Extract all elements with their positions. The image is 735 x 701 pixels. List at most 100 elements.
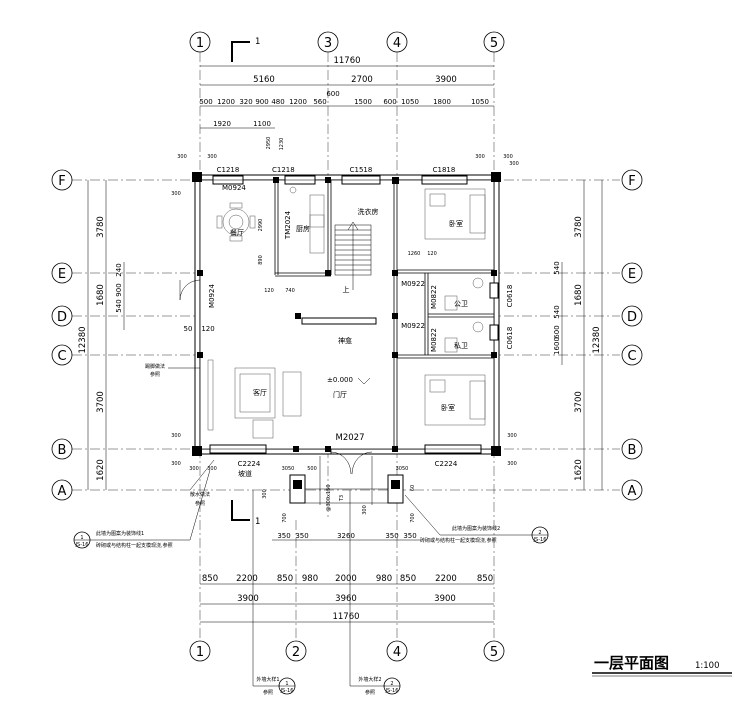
dim-text: 350 — [385, 532, 398, 540]
dim-text: 50 — [184, 325, 193, 333]
dim-text: 540 — [553, 305, 561, 318]
dim-text: 3960 — [335, 594, 357, 604]
room-label: 神龛 — [338, 336, 352, 345]
axis-label: 1 — [196, 645, 204, 660]
detail-text: 参照 — [263, 689, 273, 696]
dim-text: 350 — [277, 532, 290, 540]
dim-text: 3050 — [396, 466, 409, 472]
stair-label: 上 — [343, 285, 350, 294]
elevation-mark: ±0.000 — [327, 376, 353, 384]
note-text: 散水做法 — [190, 491, 210, 498]
dim-text: 3900 — [435, 75, 457, 85]
bubble-sheet: JS-16 — [280, 688, 294, 694]
dim-text: 300 — [503, 154, 513, 160]
section-mark-label: 1 — [255, 517, 260, 527]
bubble-num: 2 — [390, 681, 393, 687]
dim-text: 980 — [302, 574, 318, 584]
dim-text: 300 — [507, 461, 517, 467]
dim-text: 2000 — [335, 574, 357, 584]
callout-left: 此墙为图案为装饰线1 砖砌或与结构柱一起支模现浇,参照 1 JS-16 — [73, 469, 211, 549]
callout-right: 此墙为图案为装饰线2 砖砌或与结构柱一起支模现浇,参照 2 JS-16 — [404, 494, 549, 544]
dim-text: 1620 — [574, 459, 584, 481]
dimensions-top: 11760 5160 2700 3900 600 500 1200 320 90… — [199, 56, 494, 129]
axis-label: C — [57, 349, 66, 364]
door-label: TM2024 — [284, 210, 292, 240]
dim-text: 60 — [410, 485, 416, 491]
axis-label: C — [627, 349, 636, 364]
dim-text: 2700 — [351, 75, 373, 85]
dim-text: 1620 — [96, 459, 106, 481]
dim-text: 740 — [285, 288, 295, 294]
dimensions-left: 12380 3780 1680 3700 1620 240 540 900 — [78, 180, 125, 490]
stairs: 上 — [334, 221, 372, 294]
dim-text: 850 — [202, 574, 218, 584]
dim-text: 560 — [313, 98, 326, 106]
door-label: M0924 — [208, 284, 216, 308]
dim-text: 5160 — [253, 75, 275, 85]
axis-label: A — [628, 484, 637, 499]
callout-text: 此墙为图案为装饰线2 — [452, 525, 500, 532]
dim-text: 850 — [277, 574, 293, 584]
axis-label: 2 — [292, 645, 300, 660]
note-text: 参照 — [150, 371, 160, 378]
dim-text: 300 — [507, 433, 517, 439]
dim-text: 300 — [171, 191, 181, 197]
window-label: C2224 — [435, 460, 458, 468]
window-label: C2224 — [238, 460, 261, 468]
axis-label: B — [58, 443, 67, 458]
dim-text: 11760 — [332, 612, 359, 622]
axis-label: 5 — [490, 36, 498, 51]
dim-text: 850 — [400, 574, 416, 584]
dim-text: 12380 — [78, 326, 88, 353]
section-mark-top: 1 — [231, 37, 260, 62]
doors: M0924 M0924 TM2024 M0922 M0922 M2027 M08… — [179, 184, 438, 475]
detail-text: 外墙大样2 — [358, 676, 381, 683]
callout-text: 此墙为图案为装饰线1 — [96, 530, 144, 537]
window-label: C1218 — [217, 166, 240, 174]
dim-text: 300 — [189, 466, 199, 472]
dim-text: 3900 — [237, 594, 259, 604]
section-mark-bottom: 1 — [231, 500, 260, 527]
dim-text: 120 — [201, 325, 214, 333]
dimensions-bottom: 350 350 3260 350 350 850 2200 850 980 20… — [200, 532, 494, 623]
dim-text: 300 — [207, 466, 217, 472]
axis-label: A — [58, 484, 67, 499]
axis-label: 5 — [490, 645, 498, 660]
dim-text: 600 — [383, 98, 396, 106]
dim-text: 300 — [362, 505, 368, 515]
callout-text: 砖砌或与结构柱一起支模现浇,参照 — [96, 542, 173, 549]
room-labels: 餐厅 厨房 洗衣房 卧室 卧室 公卫 私卫 神龛 客厅 门厅 ±0.000 — [230, 207, 468, 412]
dim-text: 1200 — [289, 98, 307, 106]
dim-text: 1050 — [471, 98, 489, 106]
dim-text: 900 — [115, 283, 123, 296]
porch-dim: @300x150 — [326, 484, 332, 511]
dim-text: 1200 — [217, 98, 235, 106]
title-main: 一层平面图 — [594, 654, 669, 672]
interior-walls — [274, 180, 494, 449]
bubble-sheet: JS-16 — [75, 542, 89, 548]
dim-text: 1050 — [401, 98, 419, 106]
dim-text: 700 — [282, 513, 288, 523]
dim-text: 1920 — [213, 120, 231, 128]
window-label: C1218 — [272, 166, 295, 174]
axis-bubbles-right: F E D C B A — [621, 169, 643, 501]
dim-text: 12380 — [592, 326, 602, 353]
dim-text: 600 — [326, 90, 339, 98]
dim-text: 890 — [258, 255, 264, 265]
furniture — [207, 186, 486, 439]
dim-text: 3260 — [337, 532, 355, 540]
dim-text: 120 — [264, 288, 274, 294]
note-text: 参照 — [195, 500, 205, 507]
dim-text: 1680 — [574, 284, 584, 306]
dim-text: 2950 — [266, 137, 272, 150]
dim-text: 300 — [207, 154, 217, 160]
axis-label: B — [628, 443, 637, 458]
room-label: 餐厅 — [230, 228, 244, 237]
dim-text: 3050 — [282, 466, 295, 472]
windows: C1218 C1218 C1518 C1818 C2224 C2224 C061… — [209, 166, 514, 468]
room-label: 公卫 — [454, 300, 468, 308]
drawing-title: 一层平面图 1:100 — [592, 654, 732, 677]
dim-text: 300 — [171, 433, 181, 439]
door-label: M0822 — [430, 328, 438, 352]
dim-text: 350 — [403, 532, 416, 540]
